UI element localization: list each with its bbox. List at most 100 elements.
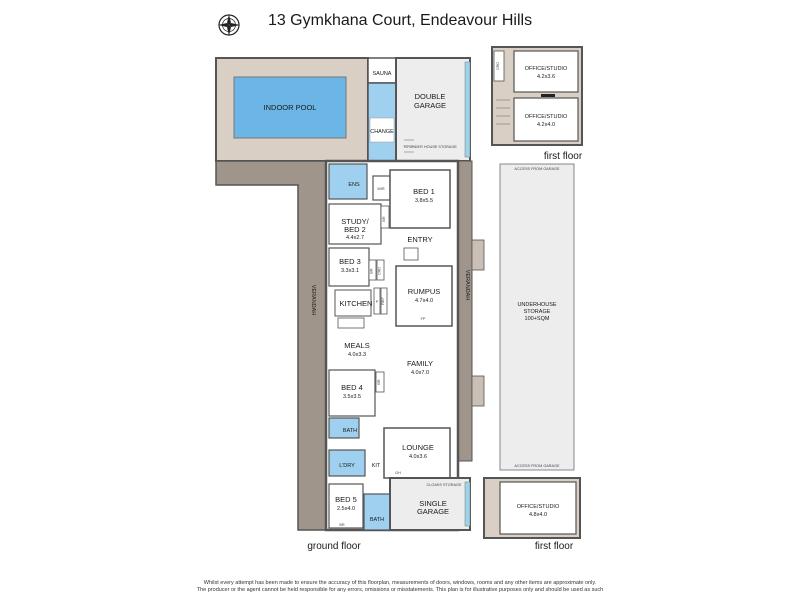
study-robe — [380, 205, 390, 229]
disclaimer: Whilst every attempt has been made to en… — [0, 580, 800, 594]
office-top-label: OFFICE/STUDIO — [525, 66, 568, 72]
first-floor-bottom-label: first floor — [535, 541, 574, 552]
study-label-1: STUDY/ — [341, 217, 369, 226]
veranda-steps-bottom — [471, 375, 485, 407]
gh-label: GH — [395, 471, 401, 475]
underhouse-label-3: 100+SQM — [525, 316, 550, 322]
ensuite — [328, 163, 368, 200]
office-bottom-label: OFFICE/STUDIO — [517, 504, 560, 510]
double-garage-label-2: GARAGE — [414, 101, 446, 110]
fridge-space — [380, 287, 388, 315]
entry-label: ENTRY — [407, 235, 432, 244]
fp-label: FP — [421, 317, 426, 321]
bed5-dim: 2.5x4.0 — [337, 506, 355, 512]
sauna-label: SAUNA — [373, 71, 392, 77]
laundry — [328, 449, 366, 477]
meals-dim: 4.0x3.3 — [348, 352, 366, 358]
underhouse-label-2: STORAGE — [524, 309, 551, 315]
bed1-dim: 3.8x5.5 — [415, 198, 433, 204]
bath2 — [363, 493, 391, 531]
change-room-floor — [369, 117, 395, 143]
study-dim: 4.4x2.7 — [346, 235, 364, 241]
first-floor-top-label: first floor — [544, 151, 583, 162]
family-dim: 4.0x7.0 — [411, 370, 429, 376]
bed1-label: BED 1 — [413, 187, 435, 196]
indoor-pool — [233, 76, 347, 139]
bath-label: BATH — [343, 428, 357, 434]
crd-closet — [376, 259, 385, 281]
bed5-br-label: BR — [339, 523, 345, 527]
cloaks-label: CLOAKS STORAGE — [427, 483, 462, 487]
pantry — [373, 287, 381, 315]
lounge-label: LOUNGE — [402, 443, 434, 452]
bath2-label: BATH — [370, 517, 384, 523]
wir-label: WIR — [377, 187, 385, 191]
veranda-left-label: VERANDAH — [310, 285, 316, 316]
rumpus — [395, 265, 453, 327]
ground-floor-label: ground floor — [307, 541, 361, 552]
office-mid-dim: 4.2x4.0 — [537, 122, 555, 128]
crd-upper — [493, 50, 505, 82]
bed4-dim: 3.5x3.5 — [343, 394, 361, 400]
bed5 — [328, 483, 364, 529]
page-title: 13 Gymkhana Court, Endeavour Hills — [267, 12, 533, 29]
kitchen — [334, 289, 372, 317]
office-bottom-dim: 4.8x4.0 — [529, 512, 547, 518]
crd-label: CRD — [378, 267, 382, 275]
change-label: CHANGE — [370, 129, 394, 135]
access-top-label: ACCESS FROM GARAGE — [514, 167, 560, 171]
office-mid — [513, 97, 579, 142]
crd-upper-label: CRD — [496, 62, 500, 70]
single-garage-label-1: SINGLE — [419, 499, 447, 508]
veranda-left — [215, 160, 327, 531]
compass-rose-icon — [218, 14, 240, 36]
pantry-label: P — [376, 300, 379, 304]
bed3 — [328, 247, 370, 287]
disclaimer-line-2: The producer or the agent cannot be held… — [196, 587, 604, 593]
indoor-pool-label: INDOOR POOL — [264, 103, 317, 112]
bed4-robe — [375, 371, 385, 393]
double-garage-label-1: DOUBLE — [415, 92, 446, 101]
garage-door — [464, 61, 471, 158]
disclaimer-line-1: Whilst every attempt has been made to en… — [203, 580, 597, 586]
underhouse-storage — [499, 163, 575, 471]
ldry-label: L'DRY — [339, 463, 355, 469]
underhouse-label-1: UNDERHOUSE — [517, 302, 556, 308]
office-top — [513, 50, 579, 93]
veranda-right-label: VERANDAH — [464, 270, 470, 301]
bed4 — [328, 369, 376, 417]
kitchen-island — [337, 317, 365, 329]
first-floor-divider — [541, 94, 555, 97]
single-garage-door — [464, 481, 471, 527]
bath — [328, 417, 360, 439]
study-label-2: BED 2 — [344, 225, 366, 234]
under-house-note: TO UNDER HOUSE STORAGE — [403, 145, 457, 149]
office-bottom — [499, 481, 577, 535]
study-br-label: BR — [382, 216, 386, 222]
kit-label: KIT — [372, 463, 381, 469]
family-label: FAMILY — [407, 359, 433, 368]
bed3-dim: 3.3x3.1 — [341, 268, 359, 274]
single-garage-label-2: GARAGE — [417, 507, 449, 516]
bed4-br-label: BR — [377, 379, 381, 385]
ref-label: REF — [381, 297, 385, 305]
office-top-dim: 4.2x3.6 — [537, 74, 555, 80]
lounge-dim: 4.0x3.6 — [409, 454, 427, 460]
access-bottom-label: ACCESS FROM GARAGE — [514, 464, 560, 468]
kitchen-label: KITCHEN — [340, 299, 373, 308]
rumpus-label: RUMPUS — [408, 287, 441, 296]
lounge — [383, 427, 451, 479]
bed1 — [389, 169, 451, 229]
entry-closet — [403, 247, 419, 261]
office-mid-label: OFFICE/STUDIO — [525, 114, 568, 120]
bed3-br-label: BR — [370, 268, 374, 274]
study-bed2 — [328, 203, 382, 245]
bed3-robe — [368, 259, 377, 281]
bed3-label: BED 3 — [339, 257, 361, 266]
bed5-label: BED 5 — [335, 495, 357, 504]
veranda-steps-top — [471, 239, 485, 271]
meals-label: MEALS — [344, 341, 369, 350]
veranda-right — [457, 160, 473, 462]
bed4-label: BED 4 — [341, 383, 363, 392]
